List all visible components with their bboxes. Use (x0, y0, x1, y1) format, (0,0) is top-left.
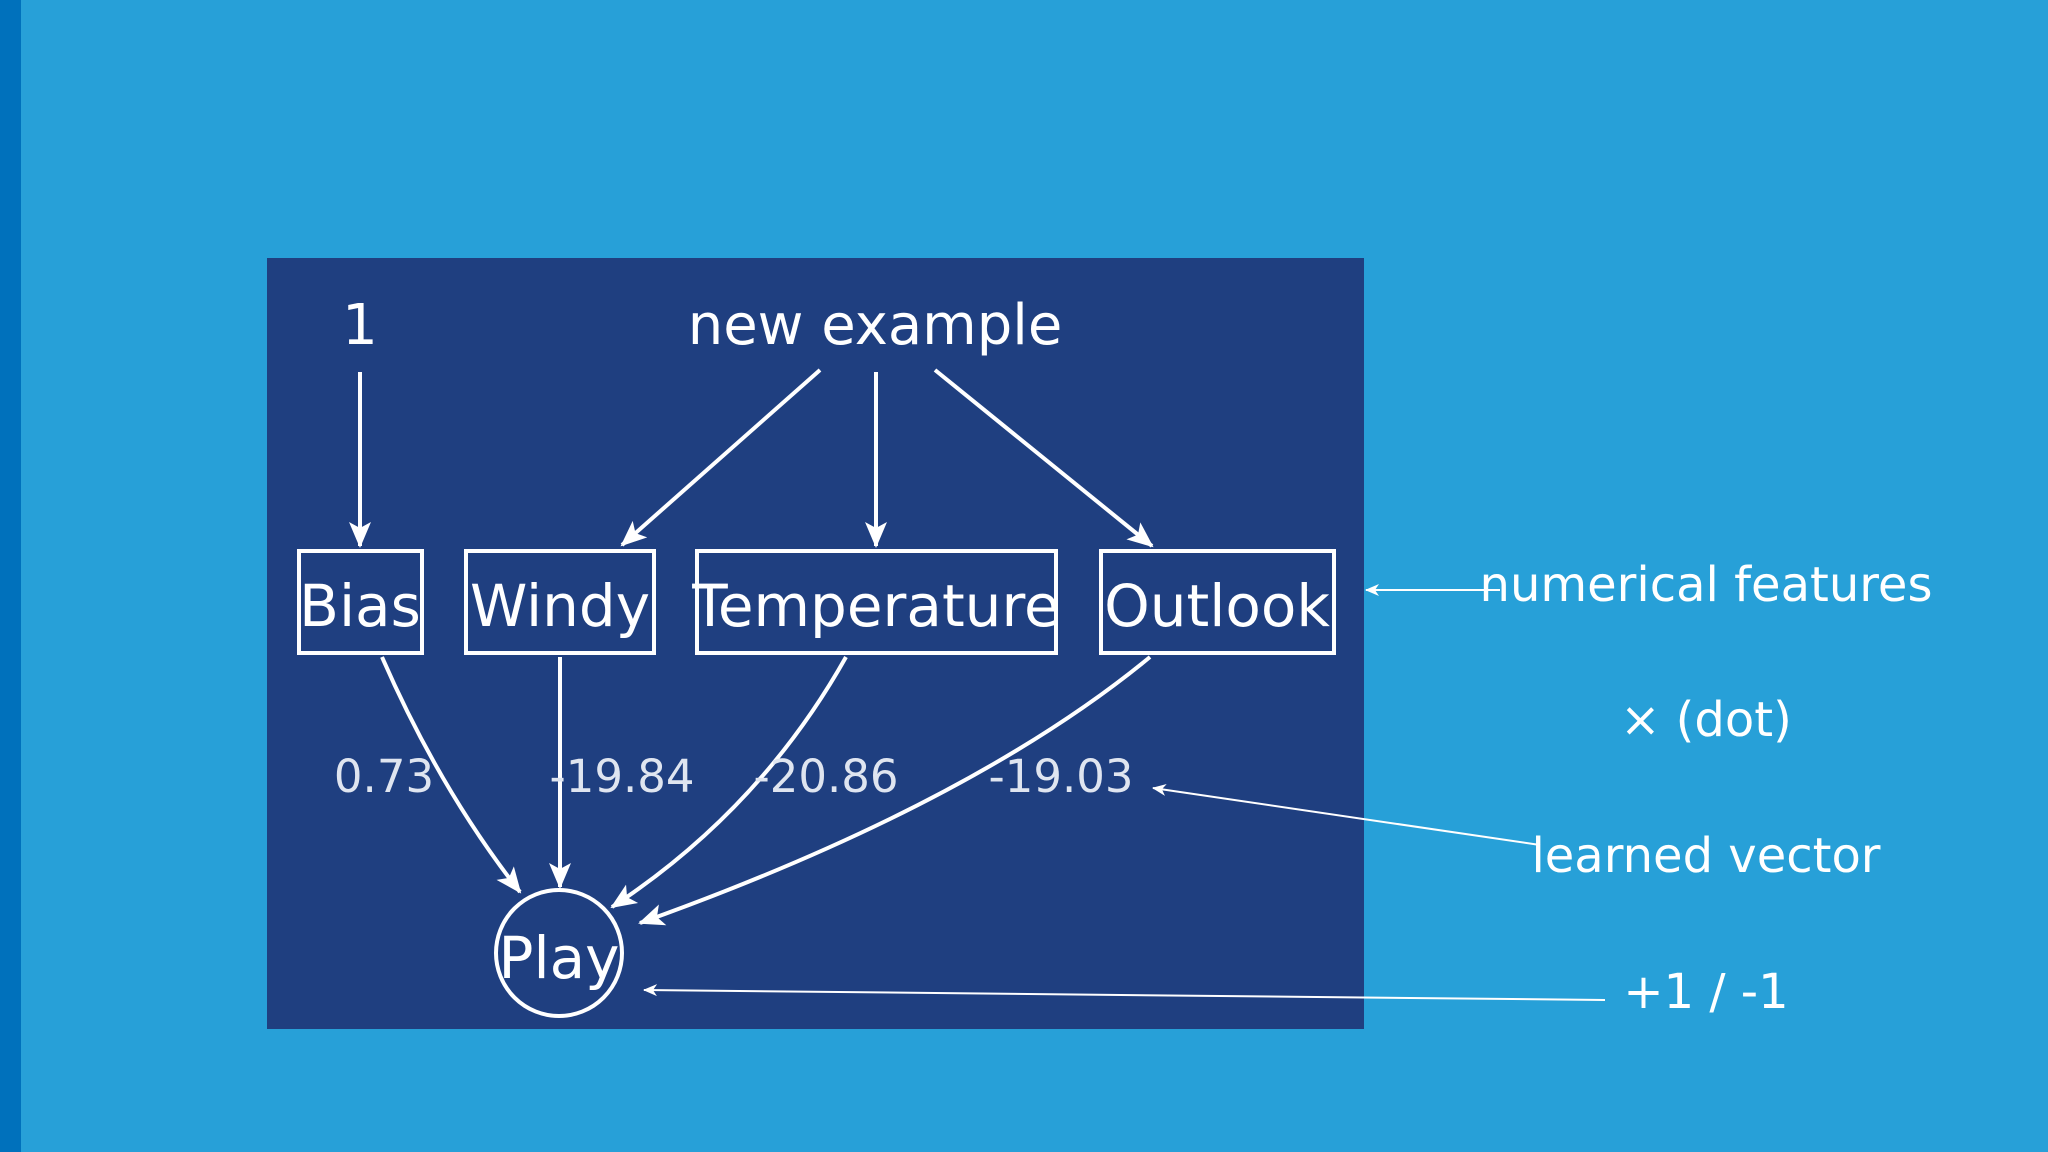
windy-label: Windy (470, 572, 650, 640)
arrow-annotation-label (643, 984, 1606, 1001)
temperature-box (695, 549, 1058, 655)
edge-bias-to-play (380, 656, 522, 894)
outlook-label: Outlook (1104, 572, 1330, 640)
annotation-dot-product: × (dot) (1620, 692, 1792, 748)
arrow-annotation-vector (1152, 783, 1541, 846)
windy-box (464, 549, 656, 655)
annotation-output-label: +1 / -1 (1623, 964, 1788, 1020)
outlook-box (1099, 549, 1336, 655)
bias-input-label: 1 (342, 293, 378, 358)
bias-box (297, 549, 424, 655)
bias-label: Bias (299, 572, 421, 640)
edge-outlook-to-play (638, 655, 1152, 926)
arrow-example-to-windy (620, 368, 822, 547)
annotation-learned-vector: learned vector (1531, 828, 1880, 884)
weight-windy: -19.84 (549, 750, 694, 803)
play-node (494, 888, 624, 1018)
annotation-numerical-features: numerical features (1480, 557, 1933, 613)
left-accent-strip (0, 0, 21, 1152)
play-label: Play (499, 924, 620, 992)
edge-temperature-to-play (610, 656, 848, 909)
example-input-label: new example (688, 293, 1063, 358)
arrow-example-to-outlook (933, 368, 1154, 548)
weight-temperature: -20.86 (753, 750, 898, 803)
weight-outlook: -19.03 (988, 750, 1133, 803)
diagram-panel (267, 258, 1364, 1029)
weight-bias: 0.73 (334, 750, 434, 803)
temperature-label: Temperature (691, 572, 1059, 640)
